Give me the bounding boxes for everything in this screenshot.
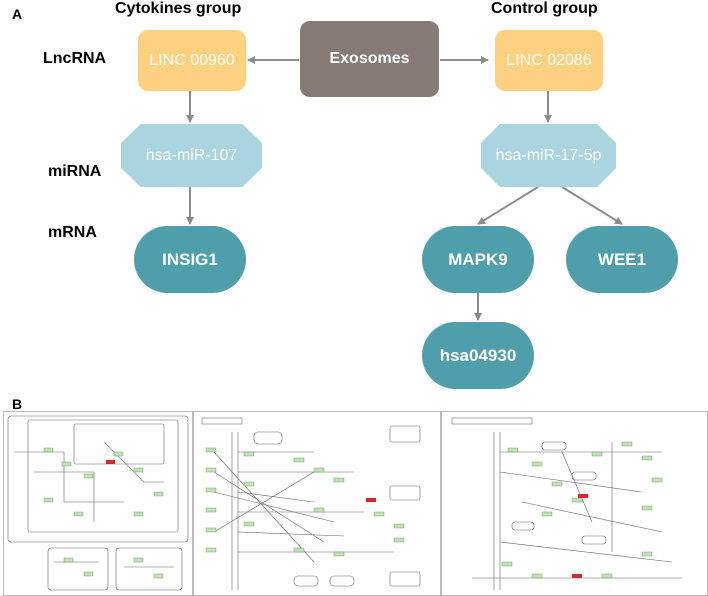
hsa-mir-17-5p-node: hsa-miR-17-5p [481, 124, 616, 187]
row-label-mirna: miRNA [48, 163, 102, 180]
kegg-highlight-2 [366, 498, 376, 502]
kegg-map-3 [441, 411, 708, 596]
kegg-highlight-3a [578, 494, 588, 498]
arrows-layer [186, 56, 623, 321]
kegg-highlight-3b [572, 574, 582, 578]
kegg-highlight-1 [106, 460, 115, 464]
hsa04930-node: hsa04930 [422, 322, 534, 389]
hsa-mir-107-node: hsa-miR-107 [121, 124, 262, 187]
linc-02086-node: LINC 02086 [495, 30, 603, 91]
kegg-map-2 [193, 411, 441, 596]
exosomes-node: Exosomes [300, 21, 439, 97]
kegg-map-3-drawing [451, 417, 682, 590]
row-label-lncrna: LncRNA [43, 50, 107, 67]
arrow-mir-right-to-mapk9 [477, 186, 539, 225]
kegg-map-2-drawing [201, 417, 421, 590]
control-group-title: Control group [491, 0, 598, 17]
linc-00960-node: LINC 00960 [138, 30, 246, 91]
cytokines-group-title: Cytokines group [115, 0, 242, 17]
mapk9-node: MAPK9 [422, 226, 534, 293]
panel-a-label: A [12, 6, 23, 22]
kegg-map-1 [3, 411, 193, 596]
wee1-node: WEE1 [566, 226, 678, 293]
insig1-node: INSIG1 [134, 226, 246, 293]
arrow-mir-right-to-wee1 [561, 186, 623, 225]
kegg-map-1-drawing [7, 415, 189, 591]
row-label-mrna: mRNA [48, 224, 97, 241]
panel-b-label: B [12, 396, 23, 412]
